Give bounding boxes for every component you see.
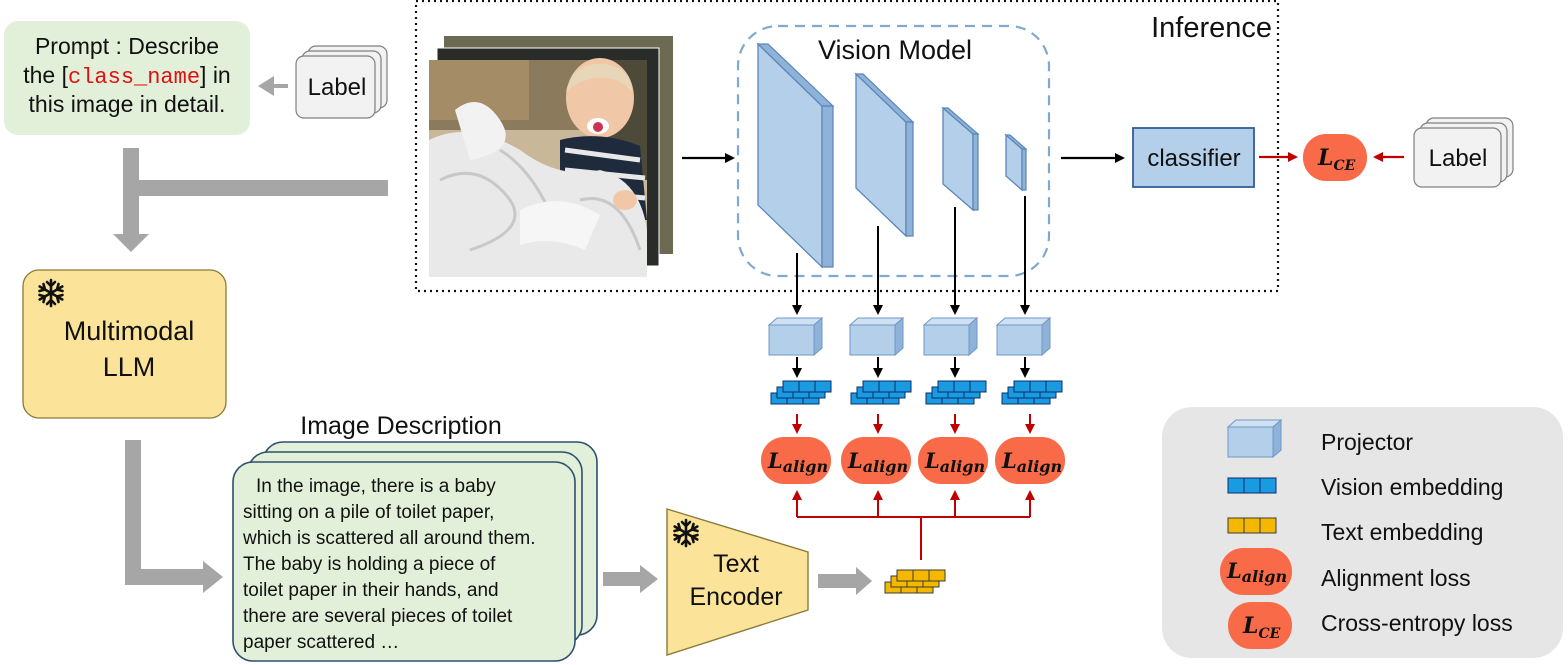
ce-loss-node: LCE xyxy=(1303,134,1367,181)
text-encoder-line2: Encoder xyxy=(689,583,782,611)
svg-text:LCE: LCE xyxy=(1242,613,1281,642)
vision-model-title: Vision Model xyxy=(818,35,972,65)
vision-layer-3 xyxy=(941,106,980,212)
projector-cube-1 xyxy=(768,317,823,356)
projector-cube-4 xyxy=(996,317,1051,356)
legend-text-embedding: Text embedding xyxy=(1321,519,1483,545)
align-loss-node-3: Lalign xyxy=(918,437,988,484)
projection-branches xyxy=(768,196,1063,434)
legend-projector: Projector xyxy=(1321,429,1413,455)
svg-text:Lalign: Lalign xyxy=(924,448,985,476)
vision-model-frame xyxy=(736,24,1051,278)
vision-embedding-2 xyxy=(850,380,912,405)
legend-alignment-loss: Alignment loss xyxy=(1321,565,1471,591)
arrow-encoder-to-embedding xyxy=(818,567,872,595)
align-loss-node-4: Lalign xyxy=(995,437,1065,484)
vision-layer-1 xyxy=(756,42,835,269)
text-embedding-tree xyxy=(792,490,1035,560)
vision-embedding-3 xyxy=(925,380,987,405)
vision-layer-4 xyxy=(1004,133,1028,192)
llm-line1: Multimodal xyxy=(64,316,195,346)
image-description-title: Image Description xyxy=(300,412,501,440)
multimodal-llm-box: Multimodal LLM xyxy=(22,269,227,419)
prompt-box: Prompt : Describe the [class_name] in th… xyxy=(4,21,250,135)
label-stack-top: Label xyxy=(295,45,388,119)
text-encoder: Text Encoder xyxy=(666,508,809,656)
projector-cube-2 xyxy=(849,317,904,356)
arrow-description-to-encoder xyxy=(603,565,658,593)
legend: Projector Vision embedding Text embeddin… xyxy=(1162,407,1563,658)
legend-vision-embedding: Vision embedding xyxy=(1321,474,1503,500)
label-right-text: Label xyxy=(1429,145,1488,172)
legend-text-embedding-icon xyxy=(1227,517,1277,534)
baby-photo-stack xyxy=(429,36,673,277)
projector-cube-3 xyxy=(923,317,978,356)
legend-vision-embedding-icon xyxy=(1227,477,1277,494)
prompt-line2: the [class_name] in xyxy=(23,62,230,90)
llm-line2: LLM xyxy=(103,352,156,382)
inference-title: Inference xyxy=(1151,12,1272,44)
svg-text:Lalign: Lalign xyxy=(847,448,908,476)
arrow-label-to-prompt xyxy=(258,76,288,96)
svg-text:Lalign: Lalign xyxy=(767,448,828,476)
vision-embedding-1 xyxy=(770,380,832,405)
classifier-box: classifier xyxy=(1132,127,1255,188)
text-embedding xyxy=(884,569,946,594)
prompt-line1: Prompt : Describe xyxy=(35,33,219,59)
legend-projector-icon xyxy=(1227,419,1282,458)
text-encoder-line1: Text xyxy=(713,550,759,578)
legend-align-loss-icon: Lalign xyxy=(1220,548,1292,595)
classifier-label: classifier xyxy=(1147,145,1240,172)
image-description-stack: In the image, there is a baby sitting on… xyxy=(232,441,598,662)
label-stack-right: Label xyxy=(1413,117,1514,188)
svg-text:LCE: LCE xyxy=(1317,145,1356,174)
align-loss-node-2: Lalign xyxy=(841,437,911,484)
class-name-token: class_name xyxy=(68,65,200,90)
vision-embedding-4 xyxy=(1001,380,1063,405)
align-loss-node-1: Lalign xyxy=(761,437,831,484)
arrow-to-llm xyxy=(113,148,388,252)
svg-text:Lalign: Lalign xyxy=(1001,448,1062,476)
label-top-text: Label xyxy=(308,74,367,101)
legend-cross-entropy-loss: Cross-entropy loss xyxy=(1321,610,1513,636)
arrow-llm-to-description xyxy=(125,440,223,593)
description-text: In the image, there is a baby sitting on… xyxy=(242,476,541,653)
vision-layer-2 xyxy=(854,72,915,238)
svg-text:Lalign: Lalign xyxy=(1226,558,1287,586)
legend-ce-loss-icon: LCE xyxy=(1228,602,1292,649)
prompt-line3: this image in detail. xyxy=(29,91,226,117)
